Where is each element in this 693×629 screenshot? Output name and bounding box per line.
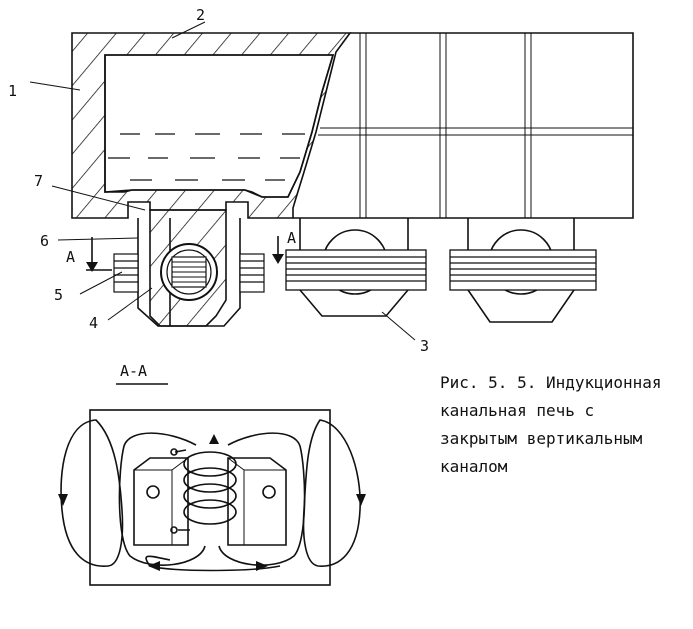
section-label-right: A (287, 229, 296, 247)
caption-line-3: закрытым вертикальным (440, 429, 643, 448)
label-2: 2 (196, 6, 205, 24)
caption-line-2: канальная печь с (440, 401, 594, 420)
inductor-sectioned (113, 209, 265, 327)
section-frame (89, 409, 331, 586)
label-1: 1 (8, 82, 17, 100)
core-left (133, 457, 189, 546)
label-5: 5 (54, 286, 63, 304)
section-marker-left (86, 237, 112, 272)
section-marker-right (272, 236, 284, 264)
caption-line-4: каналом (440, 457, 508, 476)
label-7: 7 (34, 172, 43, 190)
section-view-a-a: A-A (58, 362, 366, 586)
figure-caption: Рис. 5. 5. Индукционная канальная печь с… (440, 373, 662, 476)
section-title: A-A (120, 362, 147, 380)
melt-surface (108, 133, 305, 181)
caption-line-1: Рис. 5. 5. Индукционная (440, 373, 662, 392)
inductor-3 (449, 218, 597, 323)
bolt-left (146, 485, 160, 499)
furnace-shell (293, 32, 634, 219)
bath-cavity (104, 54, 335, 198)
label-3: 3 (420, 337, 429, 355)
inductor-2 (285, 218, 427, 317)
label-4: 4 (89, 314, 98, 332)
section-label-left: A (66, 248, 75, 266)
leader-lines (29, 21, 416, 341)
label-6: 6 (40, 232, 49, 250)
casing-grid (318, 33, 633, 218)
bolt-right (262, 485, 276, 499)
flux-lines (60, 419, 361, 572)
coil-pack-right (239, 253, 265, 293)
coil-pack-left (113, 253, 139, 293)
core-right (227, 457, 287, 546)
flux-arrows (58, 434, 366, 571)
furnace-longitudinal-view: 1 2 3 4 5 6 7 A A (8, 6, 634, 355)
section-coil (170, 448, 237, 534)
